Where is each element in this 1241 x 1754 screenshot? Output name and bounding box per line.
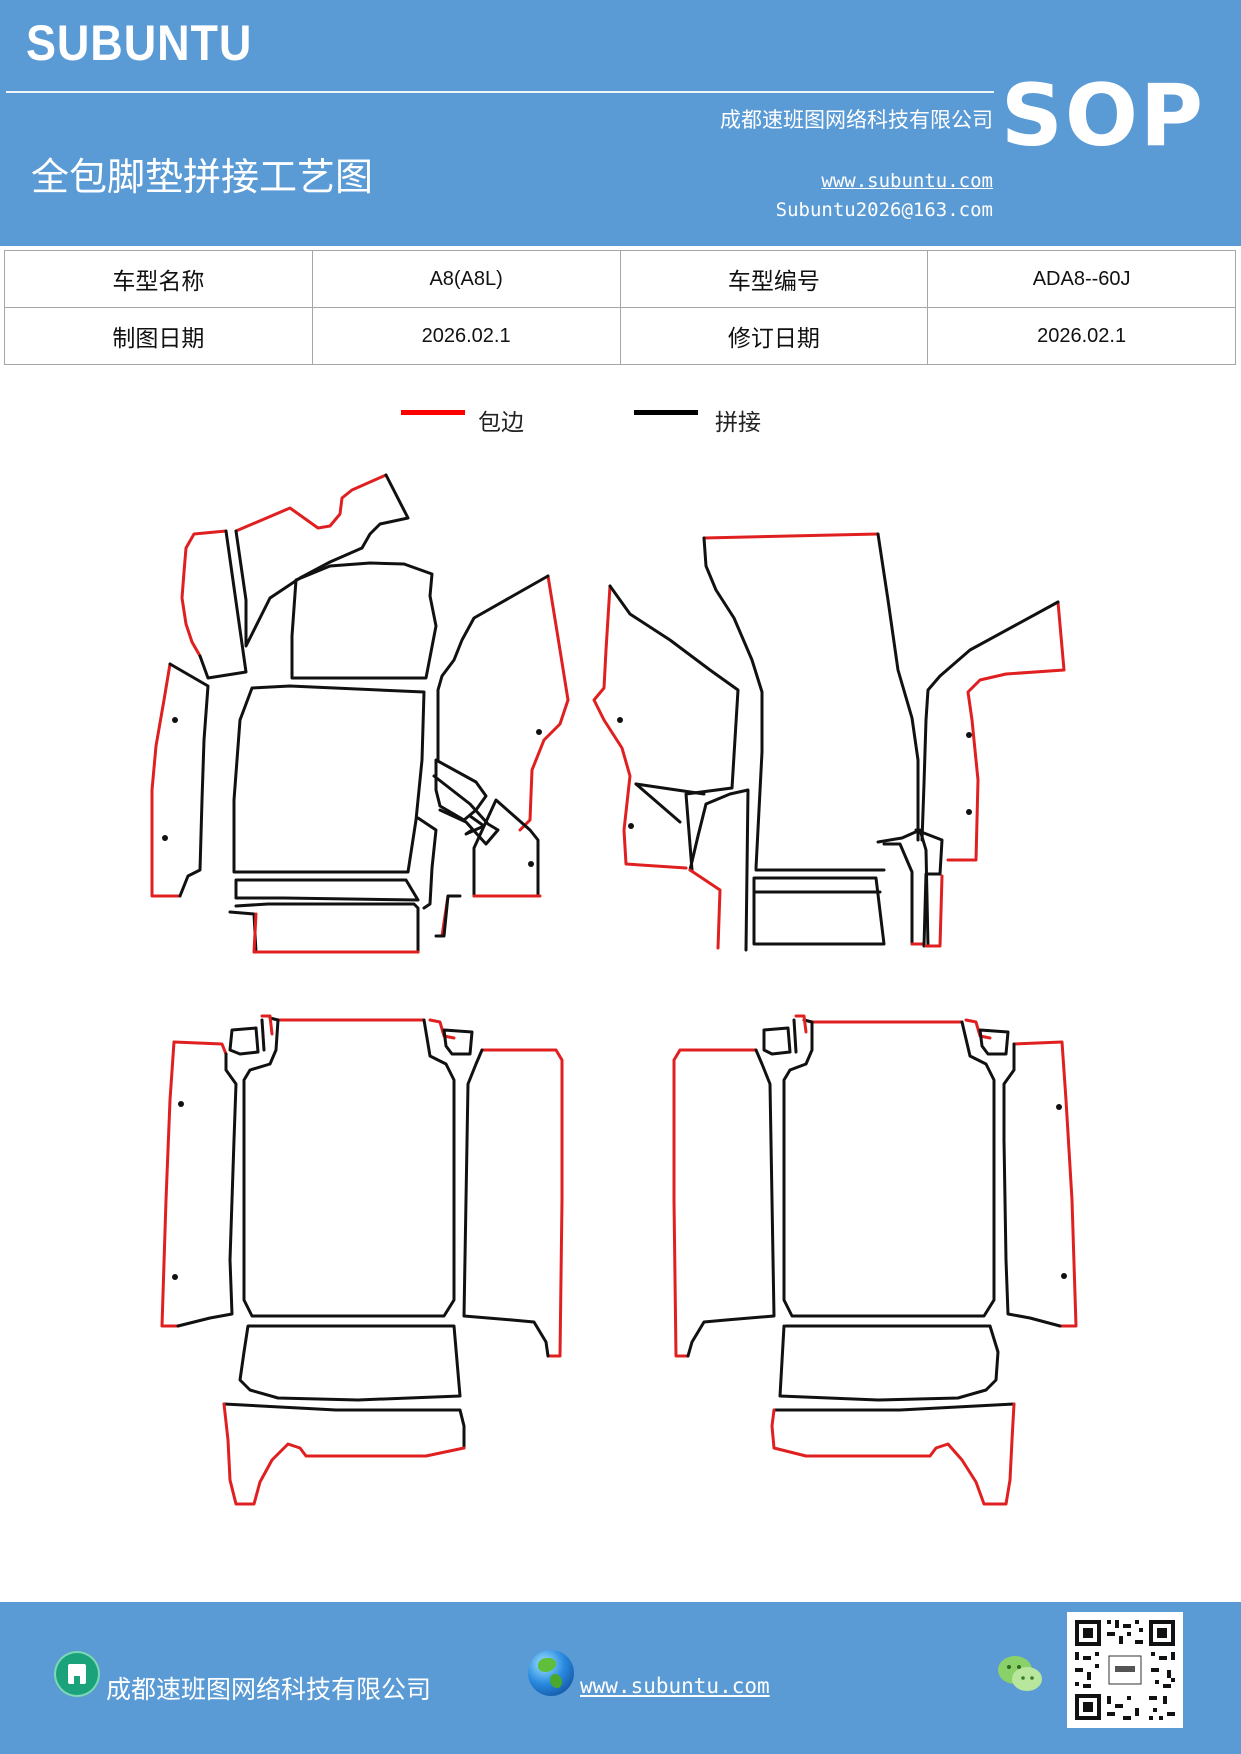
table-value: 2026.02.1 [311, 307, 621, 365]
mat-rear-left [160, 1014, 564, 1506]
legend-label-seam: 拼接 [715, 410, 761, 436]
building-icon [54, 1651, 100, 1697]
vehicle-info-table: 车型名称 A8(A8L) 车型编号 ADA8--60J 制图日期 2026.02… [4, 250, 1236, 365]
table-label: 车型编号 [619, 250, 929, 308]
table-value: 2026.02.1 [927, 307, 1236, 365]
header-company-name: 成都速班图网络科技有限公司 [720, 108, 993, 132]
globe-icon [528, 1650, 574, 1696]
table-value: ADA8--60J [927, 250, 1236, 308]
page-title: 全包脚垫拼接工艺图 [31, 155, 374, 199]
legend-swatch-edge [401, 410, 465, 415]
table-value: A8(A8L) [311, 250, 621, 308]
footer-website-link[interactable]: www.subuntu.com [580, 1674, 770, 1698]
header-divider [6, 91, 994, 93]
table-row: 车型名称 A8(A8L) 车型编号 ADA8--60J [4, 250, 1236, 308]
doc-type-label: SOP [1000, 66, 1205, 166]
footer-company-name: 成都速班图网络科技有限公司 [106, 1675, 432, 1704]
legend-label-edge: 包边 [478, 410, 524, 436]
mat-front-right [592, 532, 1066, 952]
table-label: 车型名称 [4, 250, 313, 308]
mat-rear-right [672, 1014, 1078, 1506]
legend-swatch-seam [634, 410, 698, 415]
qr-code[interactable] [1067, 1612, 1183, 1728]
table-label: 制图日期 [4, 307, 313, 365]
header-email: Subuntu2026@163.com [775, 199, 993, 221]
header-banner [0, 0, 1241, 246]
table-label: 修订日期 [619, 307, 929, 365]
brand-logo: SUBUNTU [26, 15, 253, 71]
mat-front-left [150, 473, 570, 954]
wechat-icon[interactable] [996, 1654, 1044, 1694]
header-website-link[interactable]: www.subuntu.com [821, 170, 993, 192]
table-row: 制图日期 2026.02.1 修订日期 2026.02.1 [4, 307, 1236, 365]
